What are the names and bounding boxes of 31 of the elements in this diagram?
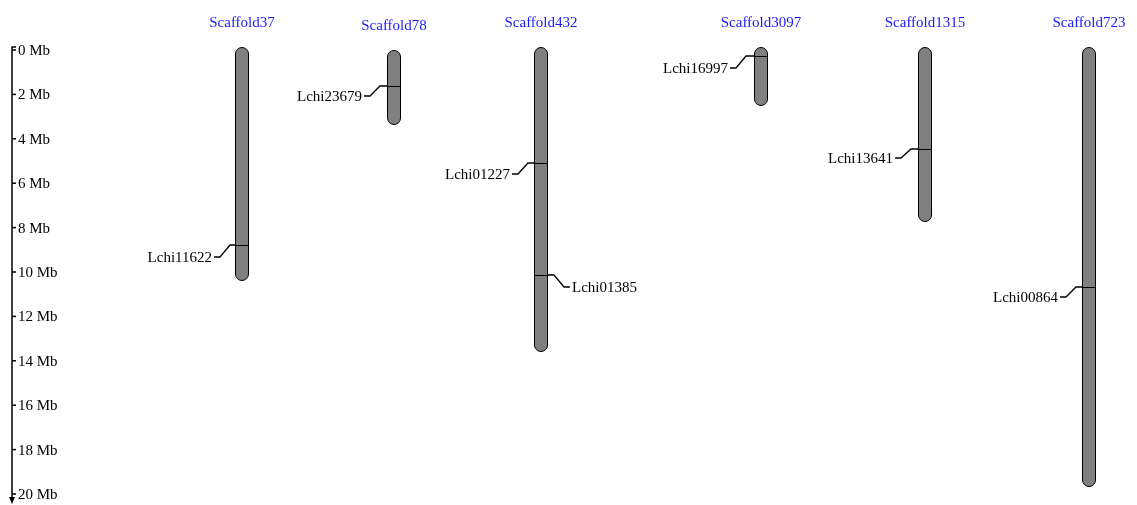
- scaffold-label: Scaffold432: [504, 15, 578, 30]
- gene-label: Lchi11622: [147, 249, 212, 265]
- scaffold-label: Scaffold37: [209, 15, 275, 30]
- leader-line: [894, 148, 919, 159]
- leader-line: [363, 85, 388, 97]
- gene-label: Lchi00864: [993, 289, 1058, 305]
- leader-line: [1059, 286, 1083, 298]
- leader-line: [511, 162, 535, 175]
- axis-tick-label: 8 Mb: [18, 220, 51, 236]
- scaffold-label: Scaffold78: [361, 18, 427, 33]
- leader-line: [729, 55, 755, 69]
- axis-tick-label: 4 Mb: [18, 131, 51, 147]
- axis-tick-label: 18 Mb: [18, 442, 58, 458]
- scaffold-label: Scaffold1315: [884, 15, 966, 30]
- axis-tick-label: 6 Mb: [18, 175, 51, 191]
- leader-line: [547, 274, 571, 288]
- scaffold-label: Scaffold723: [1052, 15, 1126, 30]
- axis-tick-label: 2 Mb: [18, 86, 51, 102]
- axis-tick-label: 20 Mb: [18, 486, 58, 502]
- gene-label: Lchi13641: [828, 150, 893, 166]
- axis-tick-label: 14 Mb: [18, 353, 58, 369]
- axis-tick-label: 16 Mb: [18, 397, 58, 413]
- axis-tick-label: 12 Mb: [18, 308, 58, 324]
- axis-tick-label: 10 Mb: [18, 264, 58, 280]
- gene-label: Lchi23679: [297, 88, 362, 104]
- gene-label: Lchi01385: [572, 279, 637, 295]
- leader-line: [213, 244, 236, 258]
- axis-tick-label: 0 Mb: [18, 42, 51, 58]
- gene-label: Lchi01227: [445, 166, 510, 182]
- gene-label: Lchi16997: [663, 60, 728, 76]
- scaffold-label: Scaffold3097: [720, 15, 802, 30]
